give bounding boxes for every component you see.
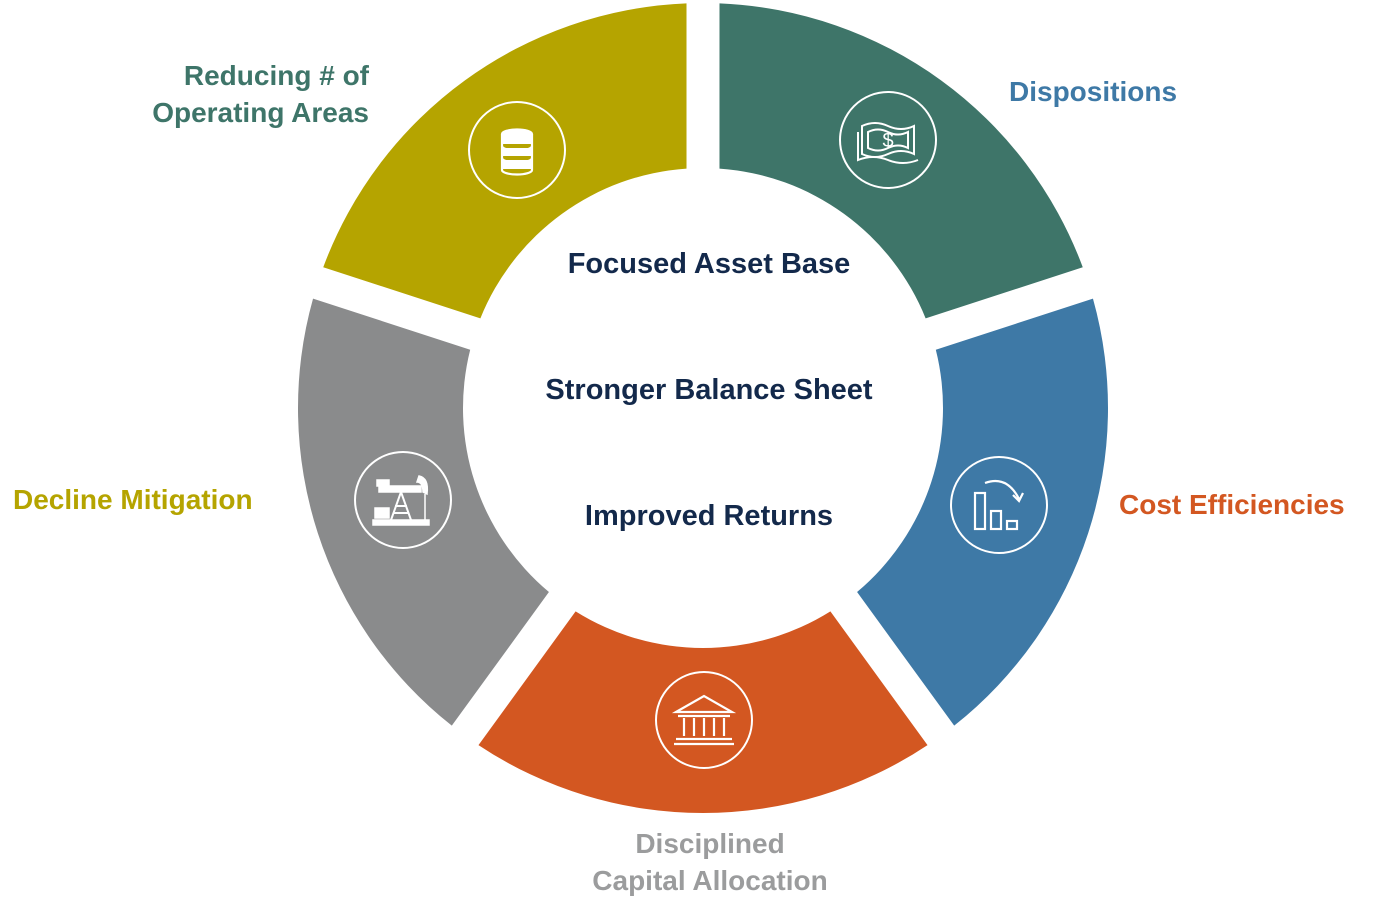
label-cost-efficiencies: Cost Efficiencies xyxy=(1119,486,1345,523)
ring-segment-operating-areas xyxy=(719,3,1083,319)
oil-pump-icon xyxy=(354,451,452,549)
label-line: Cost Efficiencies xyxy=(1119,489,1345,520)
svg-text:$: $ xyxy=(882,130,893,152)
label-line: Reducing # of xyxy=(183,60,369,91)
label-disciplined-capital-allocation: Disciplined Capital Allocation xyxy=(500,825,920,899)
money-bill-icon: $ xyxy=(839,91,937,189)
center-line-stronger-balance-sheet: Stronger Balance Sheet xyxy=(545,374,873,406)
label-line: Disciplined xyxy=(635,828,785,859)
label-line: Capital Allocation xyxy=(592,865,828,896)
label-decline-mitigation: Decline Mitigation xyxy=(13,481,253,518)
bank-building-icon xyxy=(655,671,753,769)
label-line: Decline Mitigation xyxy=(13,484,253,515)
label-line: Operating Areas xyxy=(152,97,369,128)
label-reducing-operating-areas: Reducing # of Operating Areas xyxy=(152,57,369,131)
declining-bar-chart-icon xyxy=(950,456,1048,554)
database-icon xyxy=(468,101,566,199)
label-dispositions: Dispositions xyxy=(1009,73,1177,110)
ring-segment-dispositions xyxy=(857,298,1108,726)
label-line: Dispositions xyxy=(1009,76,1178,107)
ring-segment-capital-allocation xyxy=(298,298,549,726)
center-line-improved-returns: Improved Returns xyxy=(584,500,834,532)
center-line-focused-asset-base: Focused Asset Base xyxy=(567,248,851,280)
